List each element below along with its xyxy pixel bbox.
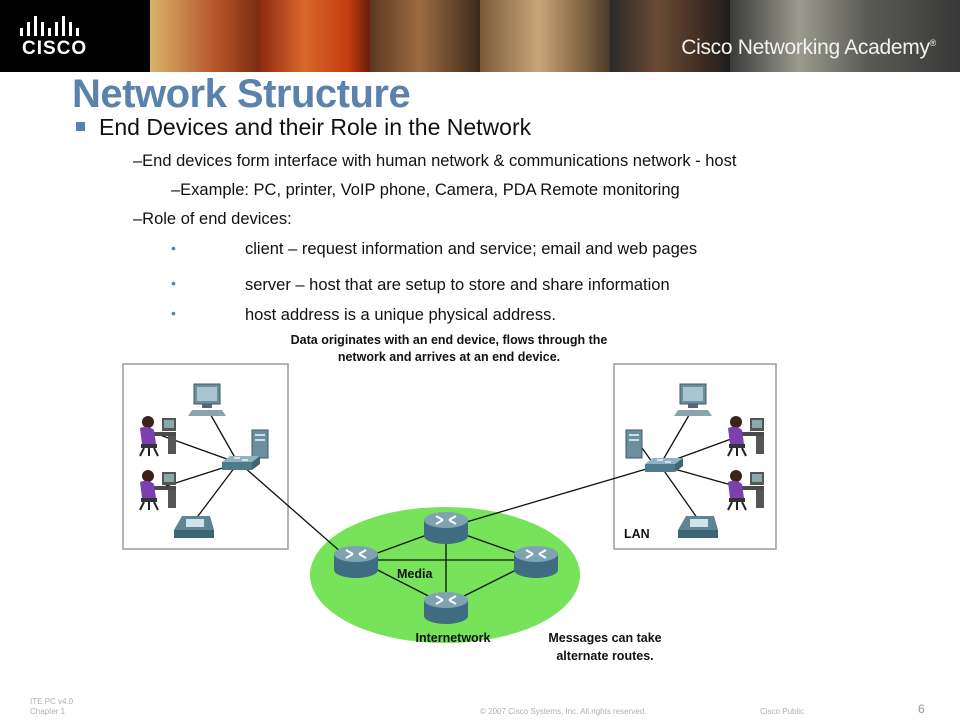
- banner-photo-2: [260, 0, 370, 72]
- header-banner: CISCO Cisco Networking Academy®: [0, 0, 960, 72]
- switch-icon: [221, 455, 261, 471]
- square-bullet-icon: [76, 122, 85, 131]
- pc-icon: [673, 383, 713, 417]
- cisco-bars-icon: [20, 16, 79, 36]
- main-bullet: End Devices and their Role in the Networ…: [76, 114, 531, 141]
- internetwork-label: Internetwork: [415, 631, 490, 645]
- footer-course: ITE PC v4.0: [30, 697, 74, 706]
- slide-title: Network Structure: [72, 72, 411, 116]
- media-label: Media: [397, 567, 433, 581]
- dot-bullet-icon: •: [171, 240, 176, 256]
- router-icon: [423, 511, 469, 545]
- diagram-caption-line2: network and arrives at an end device.: [338, 350, 560, 364]
- banner-photo-5: [610, 0, 730, 72]
- banner-photo-1: [150, 0, 260, 72]
- footer-classification: Cisco Public: [760, 707, 805, 716]
- network-diagram: Data originates with an end device, flow…: [122, 333, 777, 663]
- sub-bullet-role: –Role of end devices:: [133, 210, 292, 228]
- switch-icon: [644, 457, 684, 473]
- page-number: 6: [918, 702, 925, 716]
- router-icon: [513, 545, 559, 579]
- dot-bullet-icon: •: [171, 275, 176, 291]
- trademark-symbol: ®: [929, 38, 937, 48]
- banner-photo-6: [730, 0, 960, 72]
- sub-bullet-example: –Example: PC, printer, VoIP phone, Camer…: [171, 181, 680, 199]
- bullet-host-address: host address is a unique physical addres…: [245, 306, 556, 324]
- messages-label-line2: alternate routes.: [556, 649, 653, 663]
- academy-text: Cisco Networking Academy: [681, 36, 930, 59]
- server-icon: [625, 429, 643, 459]
- media-cloud: [310, 507, 580, 643]
- main-bullet-text: End Devices and their Role in the Networ…: [99, 114, 532, 140]
- diagram-caption-line1: Data originates with an end device, flow…: [291, 333, 608, 347]
- academy-wordmark: Cisco Networking Academy®: [681, 36, 936, 60]
- lan-label: LAN: [624, 527, 650, 541]
- dot-bullet-icon: •: [171, 305, 176, 321]
- banner-photo-4: [480, 0, 610, 72]
- bullet-server: server – host that are setup to store an…: [245, 276, 670, 294]
- footer-copyright: © 2007 Cisco Systems, Inc. All rights re…: [480, 707, 647, 716]
- server-icon: [251, 429, 269, 459]
- footer-chapter: Chapter 1: [30, 707, 66, 716]
- cisco-logo: CISCO: [0, 0, 150, 72]
- messages-label-line1: Messages can take: [548, 631, 661, 645]
- router-icon: [423, 591, 469, 625]
- banner-photo-3: [370, 0, 480, 72]
- sub-bullet-interface: –End devices form interface with human n…: [133, 152, 737, 170]
- pc-icon: [187, 383, 227, 417]
- cisco-wordmark: CISCO: [22, 38, 88, 59]
- bullet-client: client – request information and service…: [245, 240, 698, 258]
- router-icon: [333, 545, 379, 579]
